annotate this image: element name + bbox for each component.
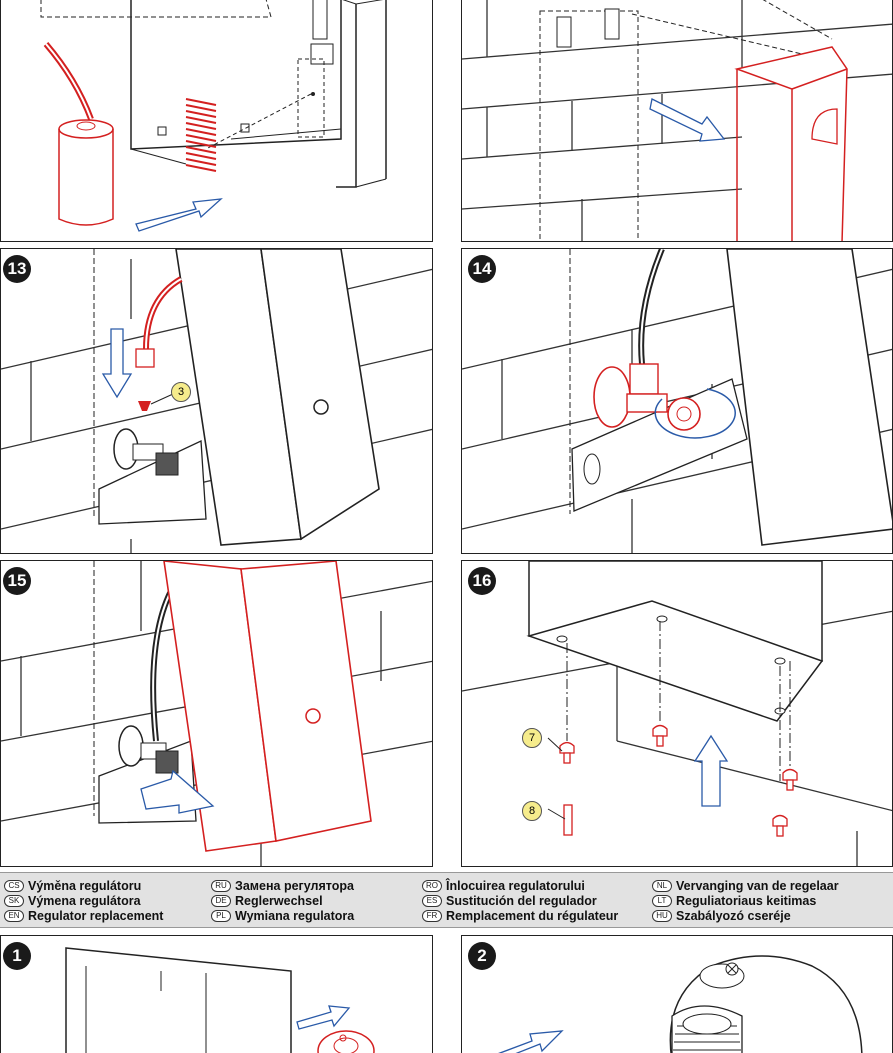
lang-code-badge: EN <box>4 909 24 922</box>
title-text: Výmena regulátora <box>28 893 141 908</box>
lang-code-badge: RO <box>422 879 442 892</box>
step-panel-14: 14 <box>461 248 893 554</box>
title-text: Sustitución del regulador <box>446 893 597 908</box>
step-panel-12 <box>461 0 893 242</box>
title-column-3: RO Înlocuirea regulatorului ES Sustitución… <box>422 878 618 923</box>
lang-code-badge: NL <box>652 879 672 892</box>
title-cs: CS Výměna regulátoru <box>4 878 163 893</box>
title-text: Reguliatoriaus keitimas <box>676 893 817 908</box>
step-number-13: 13 <box>3 255 31 283</box>
step-panel-13: 13 3 <box>0 248 433 554</box>
lang-code-badge: PL <box>211 909 231 922</box>
step-12-illustration <box>462 0 892 241</box>
step-panel-16: 16 7 8 <box>461 560 893 867</box>
step-13-illustration <box>1 249 432 553</box>
title-hu: HU Szabályozó cseréje <box>652 908 839 923</box>
lang-code-badge: CS <box>4 879 24 892</box>
step-number-1: 1 <box>3 942 31 970</box>
title-text: Înlocuirea regulatorului <box>446 878 585 893</box>
lang-code-badge: HU <box>652 909 672 922</box>
title-text: Reglerwechsel <box>235 893 323 908</box>
lang-code-badge: ES <box>422 894 442 907</box>
title-en: EN Regulator replacement <box>4 908 163 923</box>
step-panel-2: 2 <box>461 935 893 1053</box>
step-number-14: 14 <box>468 255 496 283</box>
step-15-illustration <box>1 561 432 866</box>
title-nl: NL Vervanging van de regelaar <box>652 878 839 893</box>
title-lt: LT Reguliatoriaus keitimas <box>652 893 839 908</box>
lang-code-badge: RU <box>211 879 231 892</box>
lang-code-badge: SK <box>4 894 24 907</box>
title-text: Szabályozó cseréje <box>676 908 791 923</box>
callout-8: 8 <box>522 801 542 821</box>
step-number-2: 2 <box>468 942 496 970</box>
title-ru: RU Замена регулятора <box>211 878 354 893</box>
title-column-4: NL Vervanging van de regelaar LT Reguliato… <box>652 878 839 923</box>
lang-code-badge: FR <box>422 909 442 922</box>
lang-code-badge: DE <box>211 894 231 907</box>
step-1-illustration <box>65 947 375 1053</box>
step-panel-15: 15 <box>0 560 433 867</box>
callout-3: 3 <box>171 382 191 402</box>
title-de: DE Reglerwechsel <box>211 893 354 908</box>
title-text: Vervanging van de regelaar <box>676 878 839 893</box>
step-number-16: 16 <box>468 567 496 595</box>
step-16-illustration <box>462 561 892 866</box>
title-pl: PL Wymiana regulatora <box>211 908 354 923</box>
lang-code-badge: LT <box>652 894 672 907</box>
title-column-2: RU Замена регулятора DE Reglerwechsel PL Wy… <box>211 878 354 923</box>
step-panel-1: 1 <box>0 935 433 1053</box>
step-2-illustration <box>498 955 863 1053</box>
title-fr: FR Remplacement du régulateur <box>422 908 618 923</box>
title-es: ES Sustitución del regulador <box>422 893 618 908</box>
title-ro: RO Înlocuirea regulatorului <box>422 878 618 893</box>
step-14-illustration <box>462 249 892 553</box>
step-number-15: 15 <box>3 567 31 595</box>
callout-7: 7 <box>522 728 542 748</box>
title-text: Wymiana regulatora <box>235 908 355 923</box>
step-panel-11 <box>0 0 433 242</box>
title-text: Výměna regulátoru <box>28 878 142 893</box>
title-text: Remplacement du régulateur <box>446 908 619 923</box>
title-sk: SK Výmena regulátora <box>4 893 163 908</box>
title-text: Regulator replacement <box>28 908 164 923</box>
step-11-illustration <box>40 0 387 232</box>
title-text: Замена регулятора <box>235 878 354 893</box>
